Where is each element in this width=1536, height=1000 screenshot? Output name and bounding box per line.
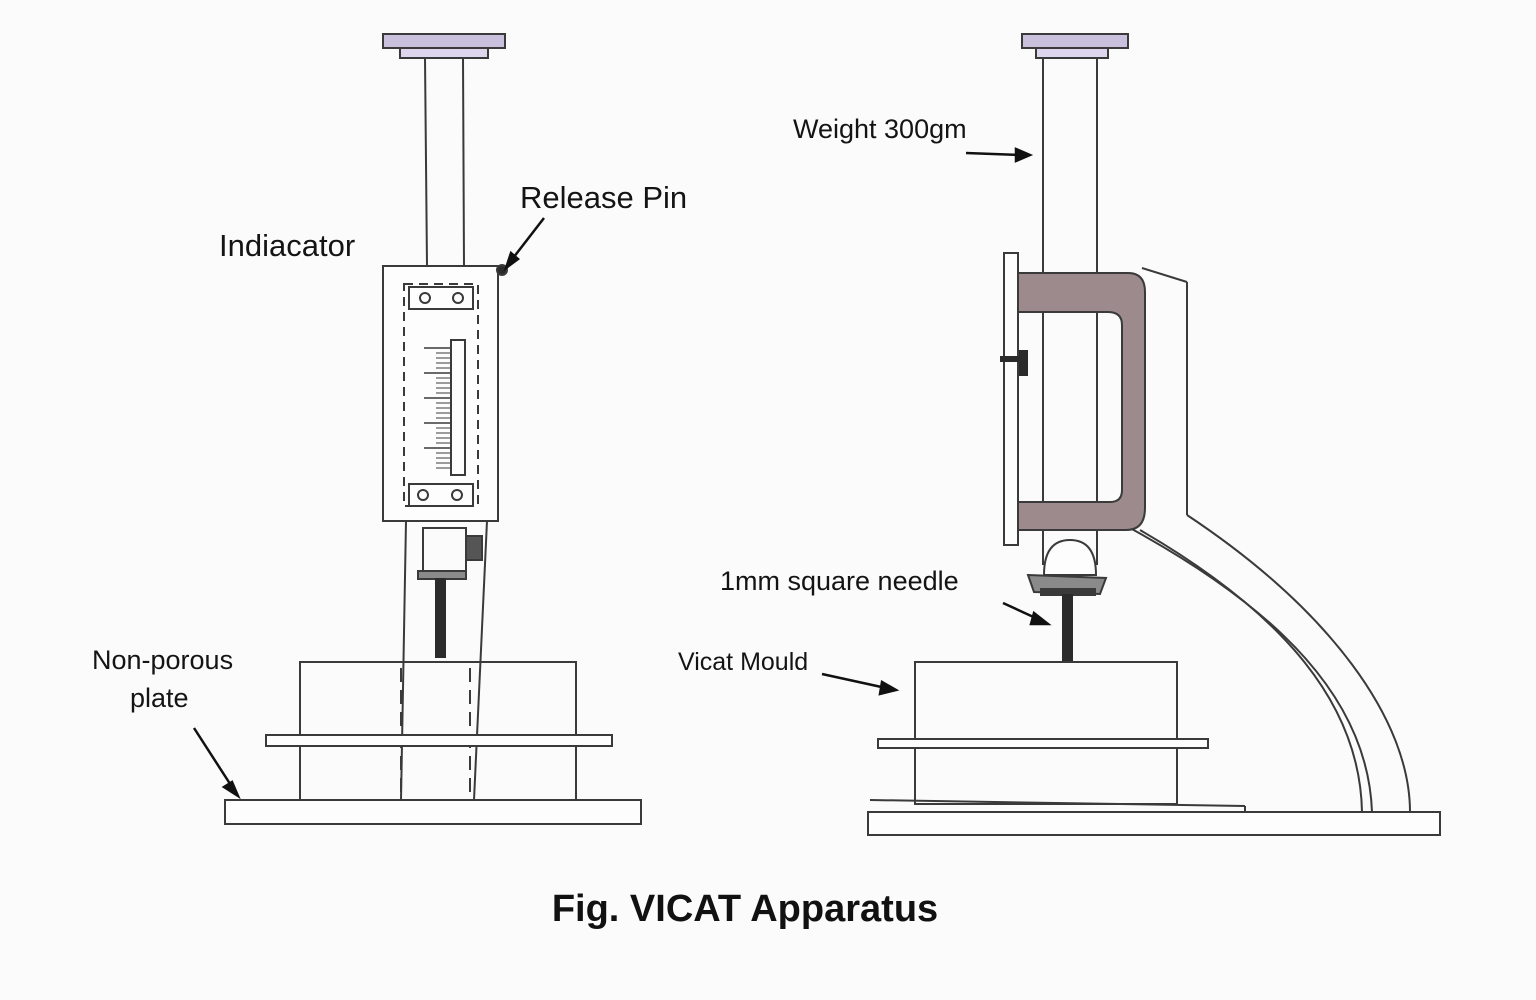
weight-arrow	[965, 147, 1034, 163]
side-top-cap	[1021, 33, 1129, 59]
vicat-mould-label: Vicat Mould	[678, 648, 809, 676]
side-needle-holder	[1026, 538, 1108, 596]
side-view	[821, 33, 1441, 836]
front-top-cap	[382, 33, 506, 59]
release-pin	[496, 264, 508, 276]
side-base-plate	[867, 811, 1441, 836]
side-vicat-mould	[877, 661, 1209, 805]
side-needle	[1062, 594, 1073, 662]
front-non-porous-plate	[224, 799, 642, 825]
front-view	[192, 33, 642, 825]
front-vicat-mould	[265, 661, 613, 801]
vicat-mould-arrow	[821, 672, 900, 696]
front-lower-guide	[400, 520, 488, 801]
indicator-scale-ticks	[424, 347, 451, 469]
release-pin-arrow	[503, 217, 545, 272]
non-porous-plate-arrow	[192, 727, 241, 800]
stand-column	[1129, 267, 1411, 813]
needle-label: 1mm square needle	[720, 566, 959, 596]
front-plunger-rod	[424, 57, 465, 267]
weight-label: Weight 300gm	[793, 114, 967, 144]
indicator-label: Indiacator	[219, 228, 356, 263]
figure-caption: Fig. VICAT Apparatus	[551, 888, 939, 930]
release-pin-label: Release Pin	[520, 180, 688, 215]
non-porous-plate-label-line1: Non-porous	[92, 645, 234, 675]
side-set-screw	[1000, 350, 1028, 376]
non-porous-plate-label-line2: plate	[130, 683, 189, 713]
front-needle	[435, 578, 446, 658]
needle-arrow	[1002, 601, 1052, 626]
c-frame	[1017, 272, 1146, 531]
side-scale-plate	[1003, 252, 1019, 546]
indicator-box	[382, 265, 499, 522]
